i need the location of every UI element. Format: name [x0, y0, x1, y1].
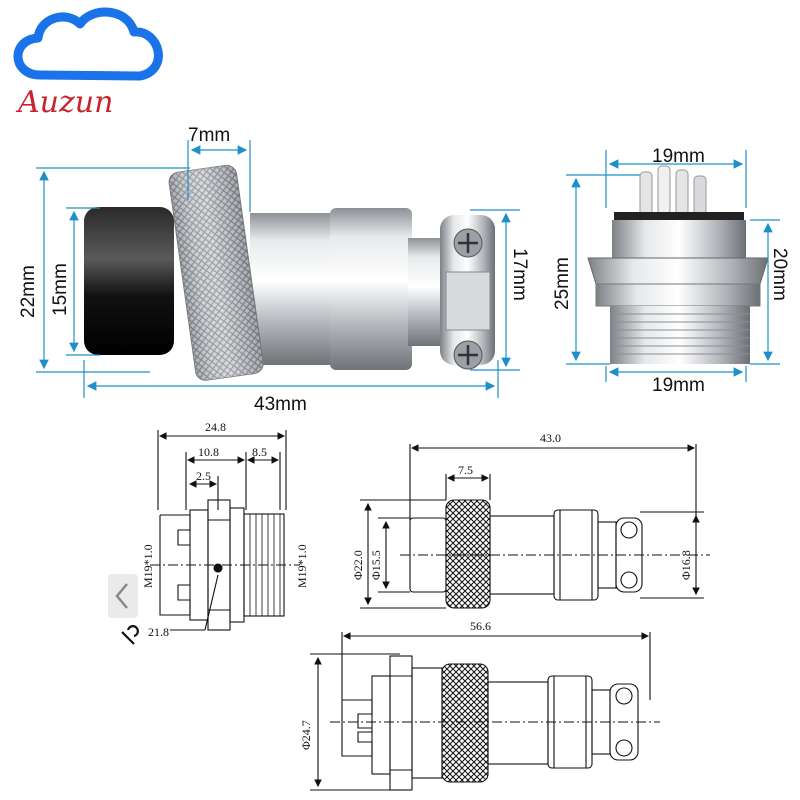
dim-socket-right: 8.5 — [252, 445, 267, 459]
drawing-socket — [150, 430, 300, 631]
socket-flange — [595, 283, 761, 307]
socket-insulator — [614, 212, 744, 222]
screw-icon — [458, 233, 478, 253]
dim-socket-bottom-width: 19mm — [652, 375, 705, 396]
dim-knurl-width: 7mm — [188, 125, 230, 146]
plug-body — [250, 213, 335, 365]
dim-length: 43mm — [254, 394, 307, 415]
dim-plug-length: 43.0 — [540, 431, 561, 445]
plug-neck — [408, 238, 440, 346]
plug-black-cap — [84, 207, 174, 355]
dim-socket-small: 2.5 — [196, 469, 211, 483]
wrench-icon — [121, 625, 139, 645]
plug-knurl-outline — [445, 499, 491, 609]
carousel-arrow-left-icon[interactable] — [108, 574, 138, 618]
plug-sleeve — [330, 208, 412, 370]
brand-logo: Auzun — [13, 7, 163, 120]
dim-plug-outer-dia: Φ22.0 — [351, 550, 365, 580]
dim-outer-diameter: 22mm — [18, 265, 39, 318]
dim-socket-mid: 10.8 — [198, 445, 219, 459]
dim-socket-overall: 24.8 — [205, 420, 226, 434]
dim-cap-diameter: 15mm — [50, 263, 71, 316]
socket-hex-nut — [587, 257, 769, 285]
dim-tail-diameter: 17mm — [509, 248, 530, 301]
dim-plug-cap-dia: Φ15.5 — [369, 550, 383, 580]
dim-socket-thread-diameter: 20mm — [769, 248, 790, 301]
socket-body — [612, 220, 746, 258]
screw-icon — [458, 345, 478, 365]
dim-socket-wrench: 21.8 — [148, 625, 169, 639]
drawing-assembly — [310, 632, 660, 791]
dim-socket-top-width: 19mm — [652, 146, 705, 167]
dim-socket-height: 25mm — [552, 257, 573, 310]
logo-text: Auzun — [15, 85, 113, 120]
socket-thread — [610, 306, 750, 364]
photo-plug: 7mm 22mm 15mm 17mm 43mm — [18, 125, 530, 415]
dim-socket-thread-left: M19*1.0 — [141, 544, 155, 588]
dim-assembly-dia: Φ24.7 — [299, 720, 313, 750]
dim-plug-tail-dia: Φ16.8 — [679, 550, 693, 580]
photo-socket: 19mm 19mm 25mm 20mm — [552, 146, 790, 396]
dim-assembly-length: 56.6 — [470, 619, 491, 633]
cloud-icon — [13, 7, 163, 81]
dim-socket-thread-right: M19*1.0 — [295, 544, 309, 588]
dim-plug-knurl: 7.5 — [458, 463, 473, 477]
drawing-plug — [360, 444, 710, 609]
